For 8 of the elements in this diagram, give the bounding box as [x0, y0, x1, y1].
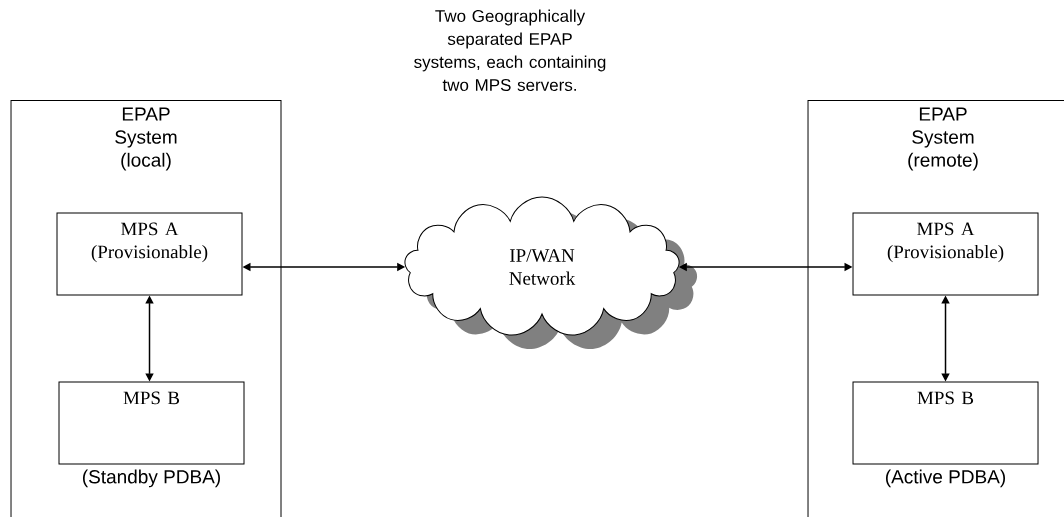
- node-caption: (Active PDBA): [886, 469, 1005, 488]
- server-box: MPS B: [58, 381, 245, 465]
- node-caption: (Standby PDBA): [83, 469, 220, 488]
- title: Two Geographically separated EPAP systems, each containing two MPS servers.: [414, 9, 606, 92]
- server-box: MPS A (Provisionable): [56, 212, 243, 296]
- network-cloud: IP/WAN Network: [404, 196, 698, 350]
- server-box: MPS B: [852, 381, 1039, 465]
- server-box: MPS A (Provisionable): [852, 212, 1039, 296]
